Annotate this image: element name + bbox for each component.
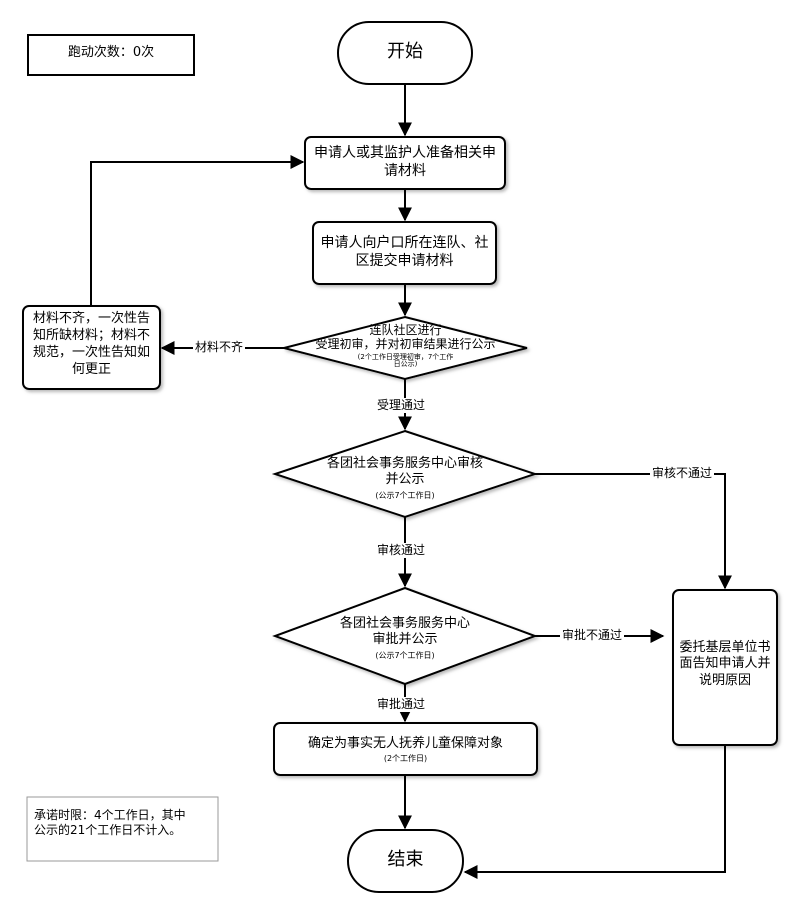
prepare-line1: 申请人或其监护人准备相关申 xyxy=(314,145,496,161)
initial-review-sub2: 日公示) xyxy=(393,360,418,369)
incomplete-line2: 知所缺材料；材料不 xyxy=(32,327,150,343)
reject-notice-line2: 面告知申请人并 xyxy=(679,656,771,672)
start-label: 开始 xyxy=(387,41,423,62)
initial-review-label: 连队社区进行 受理初审，并对初审结果进行公示 (2个工作日受理初审，7个工作 日… xyxy=(284,323,527,369)
counter-box xyxy=(27,34,195,76)
confirm-line1: 确定为事实无人抚养儿童保障对象 xyxy=(307,736,503,751)
edge-label-incomplete: 材料不齐 xyxy=(193,340,246,355)
edge-label-approve-pass: 审批通过 xyxy=(375,697,428,712)
counter-text: 跑动次数：0次 xyxy=(67,45,155,60)
reject-notice-line1: 委托基层单位书 xyxy=(679,640,771,655)
prepare-line2: 请材料 xyxy=(384,162,426,179)
reject-notice-label: 委托基层单位书 面告知申请人并 说明原因 xyxy=(673,640,777,689)
promise-note-line1: 承诺时限：4个工作日，其中 xyxy=(34,808,186,822)
arrow-reject-end xyxy=(463,745,726,879)
initial-review-sub: (2个工作日受理初审，7个工作 日公示) xyxy=(284,352,527,369)
center-review-line1: 各团社会事务服务中心审核 xyxy=(326,456,483,471)
edge-label-accepted: 受理通过 xyxy=(375,398,428,413)
edge-label-approve-fail: 审批不通过 xyxy=(560,628,625,643)
center-review-line2: 并公示 xyxy=(385,472,425,488)
submit-line2: 区提交申请材料 xyxy=(355,252,454,269)
initial-review-line2: 受理初审，并对初审结果进行公示 xyxy=(315,337,496,352)
incomplete-label: 材料不齐，一次性告 知所缺材料；材料不 规范，一次性告知如 何更正 xyxy=(23,311,160,379)
center-review-label: 各团社会事务服务中心审核 并公示 (公示7个工作日) xyxy=(275,456,535,501)
center-approve-line1: 各团社会事务服务中心 xyxy=(339,616,470,631)
initial-review-sub1: (2个工作日受理初审，7个工作 xyxy=(357,352,454,361)
end-label: 结束 xyxy=(387,849,424,870)
arrow-review-fail xyxy=(535,473,732,590)
confirm-sub: (2个工作日) xyxy=(383,754,428,764)
confirm-label: 确定为事实无人抚养儿童保障对象 (2个工作日) xyxy=(274,736,537,764)
center-approve-sub: (公示7个工作日) xyxy=(375,650,435,660)
incomplete-line1: 材料不齐，一次性告 xyxy=(32,311,150,326)
incomplete-line3: 规范，一次性告知如 xyxy=(32,344,150,360)
center-review-sub: (公示7个工作日) xyxy=(375,490,435,500)
edge-label-review-fail: 审核不通过 xyxy=(650,466,715,481)
end-node xyxy=(347,829,464,893)
promise-note: 承诺时限：4个工作日，其中 公示的21个工作日不计入。 xyxy=(34,808,216,838)
note-box xyxy=(26,796,219,862)
center-approve-label: 各团社会事务服务中心 审批并公示 (公示7个工作日) xyxy=(275,616,535,661)
submit-label: 申请人向户口所在连队、社 区提交申请材料 xyxy=(313,235,496,270)
center-approve-line2: 审批并公示 xyxy=(372,632,438,648)
promise-note-line2: 公示的21个工作日不计入。 xyxy=(34,823,182,837)
edge-label-review-pass: 审核通过 xyxy=(375,543,428,558)
arrow-incomplete-prepare xyxy=(90,155,305,306)
reject-notice-line3: 说明原因 xyxy=(698,672,751,688)
initial-review-line1: 连队社区进行 xyxy=(369,323,442,337)
prepare-label: 申请人或其监护人准备相关申 请材料 xyxy=(305,145,505,180)
incomplete-line4: 何更正 xyxy=(71,361,111,377)
submit-line1: 申请人向户口所在连队、社 xyxy=(320,235,489,251)
